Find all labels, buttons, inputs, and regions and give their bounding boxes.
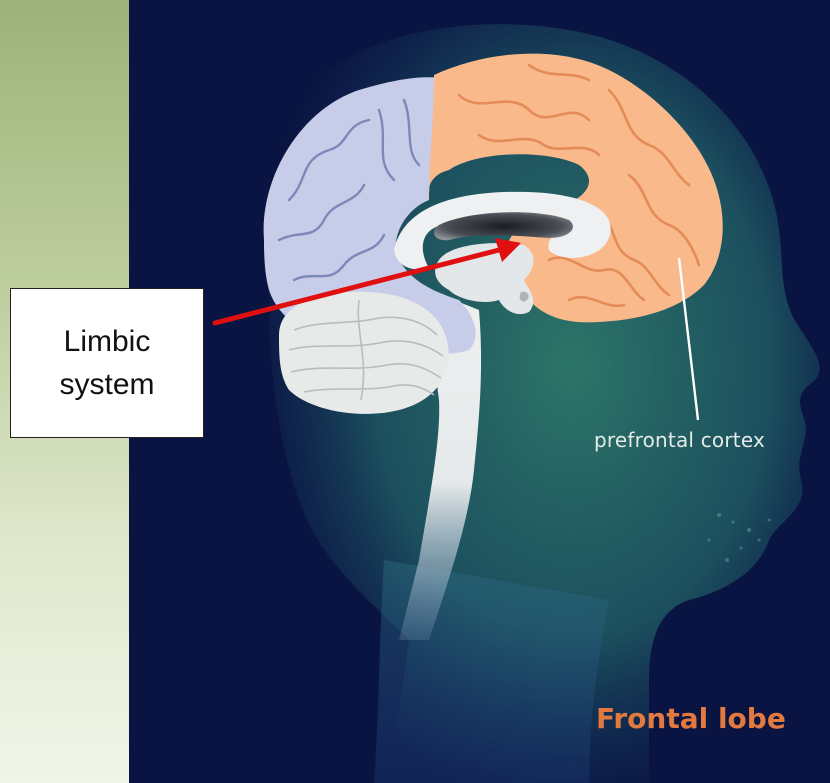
limbic-system-callout: Limbic system <box>10 288 204 438</box>
cerebellum <box>279 292 449 414</box>
limbic-system-label: Limbic system <box>59 320 154 407</box>
limbic-label-line1: Limbic <box>59 320 154 364</box>
brain-figure-panel: prefrontal cortex Frontal lobe <box>129 0 830 783</box>
brain-illustration <box>129 0 830 783</box>
prefrontal-cortex-label: prefrontal cortex <box>594 428 765 452</box>
limbic-label-line2: system <box>59 363 154 407</box>
frontal-lobe-label: Frontal lobe <box>596 702 786 735</box>
